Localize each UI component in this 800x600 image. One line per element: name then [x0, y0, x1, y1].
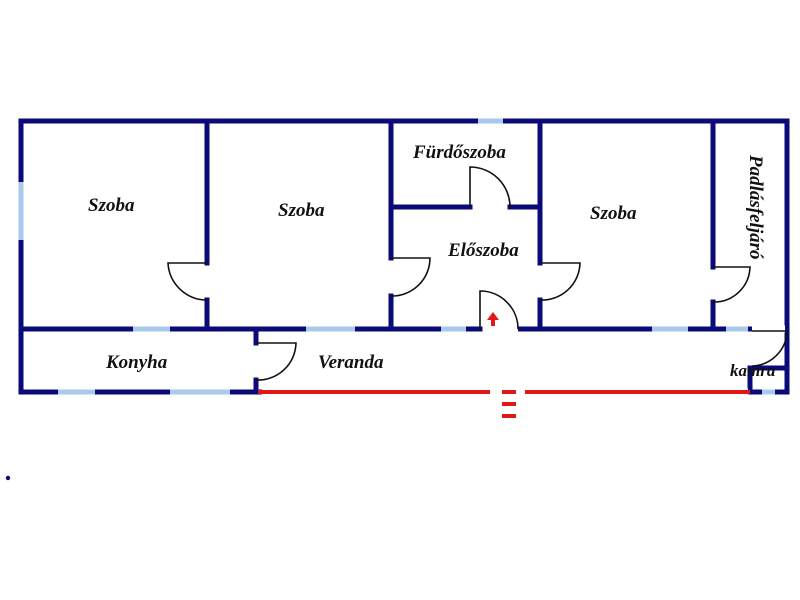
door-swing	[751, 330, 788, 367]
door-swing	[390, 257, 431, 297]
room-label-szoba-2: Szoba	[278, 200, 325, 221]
room-label-kamra: kamra	[730, 361, 776, 380]
room-label-szoba-1: Szoba	[88, 195, 135, 216]
doors	[167, 166, 788, 381]
room-label-szoba-3: Szoba	[590, 203, 637, 224]
door-swing	[255, 342, 297, 381]
door-swing	[539, 262, 581, 301]
room-label-konyha: Konyha	[105, 352, 168, 373]
door-swing	[712, 266, 751, 303]
door-swing	[479, 290, 519, 330]
door-swing	[167, 262, 208, 301]
arrow-up-icon	[487, 312, 499, 326]
room-label-furdoszoba: Fürdőszoba	[412, 142, 506, 163]
room-label-padlasfeljaro: Padlásfeljáró	[745, 154, 766, 260]
door-swing	[469, 166, 511, 208]
entrance-marker	[258, 312, 750, 418]
windows	[18, 118, 775, 395]
dot	[5, 475, 11, 481]
room-label-eloszoba: Előszoba	[447, 240, 519, 261]
room-label-veranda: Veranda	[318, 352, 384, 373]
